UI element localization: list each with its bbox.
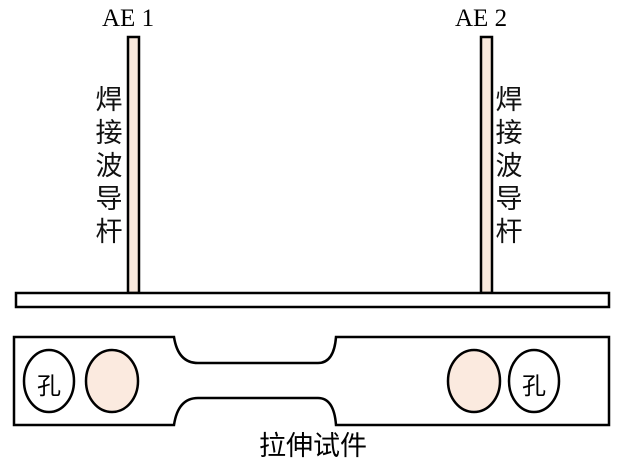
- waveguide-label-right: 焊 接 波 导 杆: [494, 84, 524, 249]
- char: 导: [495, 184, 523, 215]
- hole-left: [22, 348, 76, 414]
- ae1-label: AE 1: [102, 5, 155, 32]
- char: 焊: [495, 85, 523, 116]
- waveguide-rod-right: [479, 35, 494, 295]
- char: 导: [95, 184, 123, 215]
- waveguide-label-left: 焊 接 波 导 杆: [94, 84, 124, 249]
- base-plate: [14, 291, 611, 309]
- char: 接: [95, 118, 123, 149]
- hole-left-label: 孔: [37, 372, 61, 400]
- ae2-label: AE 2: [455, 5, 508, 32]
- sensor-disc-left: [84, 348, 140, 414]
- hole-right-label: 孔: [522, 372, 546, 400]
- waveguide-rod-left: [126, 35, 141, 295]
- char: 焊: [95, 85, 123, 116]
- char: 杆: [495, 217, 523, 248]
- char: 波: [495, 151, 523, 182]
- char: 波: [95, 151, 123, 182]
- char: 接: [495, 118, 523, 149]
- sensor-disc-right: [446, 348, 502, 414]
- specimen-caption: 拉伸试件: [259, 431, 367, 462]
- char: 杆: [95, 217, 123, 248]
- hole-right: [507, 348, 561, 414]
